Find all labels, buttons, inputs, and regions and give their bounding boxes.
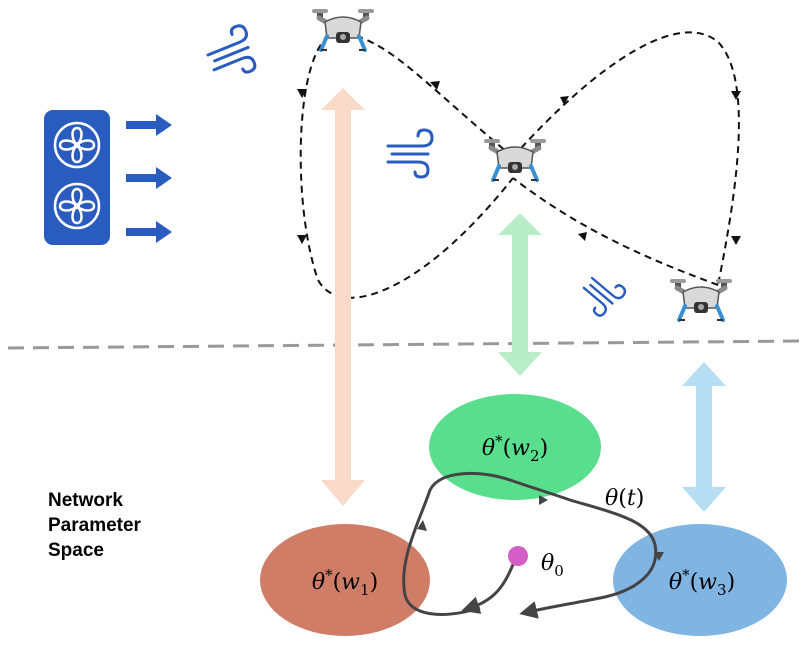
space-label-line: Network bbox=[48, 490, 123, 511]
drone-icon bbox=[484, 139, 546, 180]
wind-icon bbox=[200, 22, 262, 86]
correspondence-arrow-w3 bbox=[682, 362, 726, 512]
fan-icon bbox=[44, 110, 110, 245]
node-w3-label: θ*(w3) bbox=[669, 566, 735, 599]
node-w2-label: θ*(w2) bbox=[482, 432, 548, 465]
trajectory-arrow bbox=[654, 552, 664, 561]
space-divider bbox=[7, 339, 803, 350]
drone-icon bbox=[312, 9, 374, 50]
drone-icon bbox=[670, 279, 732, 320]
airflow-arrows bbox=[126, 114, 172, 243]
space-label: Network Parameter Space bbox=[48, 488, 141, 563]
correspondence-arrow-w2 bbox=[498, 213, 542, 376]
init-label: θ0 bbox=[541, 551, 564, 580]
trajectory-path bbox=[402, 471, 658, 619]
space-label-line: Parameter bbox=[48, 515, 141, 536]
node-w1-label: θ*(w1) bbox=[312, 566, 378, 599]
node-w1 bbox=[260, 524, 430, 636]
init-point bbox=[508, 546, 528, 566]
path-direction-arrows bbox=[297, 81, 741, 245]
wind-icon bbox=[386, 128, 434, 179]
trajectory-label: θ(t) bbox=[605, 486, 644, 511]
wind-icon bbox=[574, 266, 629, 321]
trajectory-arrow bbox=[539, 495, 548, 505]
trajectory-arrow bbox=[417, 520, 427, 531]
correspondence-arrow-w1 bbox=[321, 88, 365, 506]
space-label-line: Space bbox=[48, 540, 104, 561]
